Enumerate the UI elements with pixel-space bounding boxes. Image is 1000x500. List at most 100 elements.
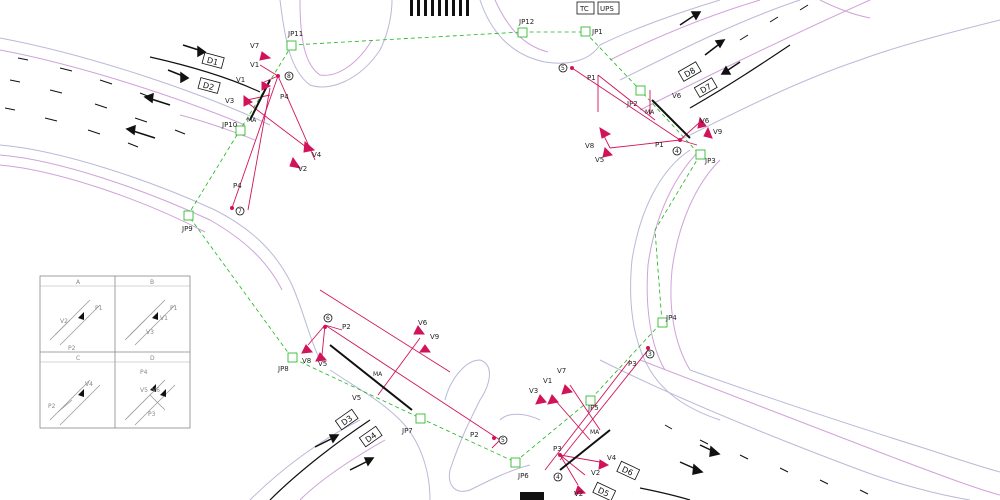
controller-cabinets: TC UPS — [576, 1, 620, 15]
jp12-label: JP12 — [518, 18, 534, 26]
sig-bm-p2: P2 — [470, 431, 479, 439]
jp8-label: JP8 — [277, 365, 289, 373]
legend-d-mark-2: V6 — [152, 387, 160, 394]
sig-tl-v3: V3 — [225, 97, 234, 105]
lane-dashes-se — [664, 424, 869, 495]
pole-bottom-left: 6 — [323, 313, 333, 329]
pole-right-mid: 3 — [645, 346, 655, 359]
sig-tr-v9: V9 — [713, 128, 722, 136]
lane-divider-nw — [149, 56, 261, 93]
road-edge-w-curb — [179, 114, 256, 141]
legend-d-mark-0: P4 — [140, 369, 148, 376]
legend-a-mark-2: P2 — [68, 345, 76, 352]
legend-panel-c-label: C — [76, 355, 80, 362]
island-south — [444, 359, 531, 492]
jp10-label: JP10 — [221, 121, 237, 129]
road-edge-far-ne — [819, 0, 871, 19]
sig-bl-v5a: V5 — [318, 360, 327, 368]
sig-tr-v6a: V6 — [672, 92, 682, 100]
ups-label: UPS — [600, 5, 614, 13]
road-edge-e-curve3 — [670, 159, 721, 371]
lane-tag-d6: D6 — [616, 460, 641, 481]
road-edge-e-curve2 — [646, 149, 701, 371]
signal-heads — [243, 51, 713, 495]
pole-bottom-mid: 5 — [492, 435, 508, 445]
jp11-label: JP11 — [287, 30, 303, 38]
tc-label: TC — [579, 5, 589, 13]
road-edge-n-left2 — [299, 0, 373, 76]
road-edge-n-left — [279, 0, 393, 88]
sig-bl-v6: V6 — [418, 319, 428, 327]
sig-br-p3: P3 — [553, 445, 562, 453]
road-edge-ne-c — [679, 19, 1000, 141]
road-edge-s-c — [299, 439, 386, 500]
lane-tags: D1 D2 D3 D4 D5 D6 D7 D8 — [197, 52, 718, 500]
svg-text:D2: D2 — [202, 81, 215, 93]
svg-text:D5: D5 — [596, 486, 610, 499]
road-edge-ne-upper — [599, 0, 721, 46]
lane-tag-d5: D5 — [592, 481, 617, 500]
legend-d-mark-3: P3 — [148, 411, 156, 418]
zebra-crossing — [410, 0, 469, 16]
road-edge-nw-top2 — [0, 49, 246, 126]
island-south2 — [499, 413, 541, 421]
legend-b-mark-2: V3 — [146, 329, 154, 336]
sig-tl-ma: MA — [247, 117, 257, 124]
sig-bl-ma: MA — [373, 371, 383, 378]
jp1-label: JP1 — [591, 28, 603, 36]
legend-panel-b-label: B — [150, 279, 154, 286]
road-edge-ne-upper2 — [609, 0, 761, 61]
road-edge-n-right2 — [494, 0, 549, 53]
sig-tl-v4: V4 — [312, 151, 322, 159]
pole-top-left: 8 — [276, 71, 294, 81]
sig-l-p4: P4 — [233, 182, 242, 190]
phase-legend: A B C D P1 V2 P2 P1 V1 V3 V4 P2 P4 V5 V6… — [39, 275, 191, 429]
lane-divider-ne — [689, 44, 791, 109]
sig-bl-v9: V9 — [430, 333, 439, 341]
sig-tr-ma: MA — [645, 109, 655, 116]
sig-bl-p2: P2 — [342, 323, 351, 331]
road-edge-se-b — [639, 359, 1000, 496]
junction-point-markers — [183, 26, 706, 468]
road-edge-se-a — [599, 359, 971, 500]
lane-tag-d4: D4 — [358, 425, 383, 448]
sig-br-v2b: V2 — [574, 490, 583, 498]
lane-dashes-ne — [739, 4, 809, 41]
sig-br-v2a: V2 — [591, 469, 600, 477]
sig-tr-p1b: P1 — [655, 141, 664, 149]
pole-right-upper: 4 — [672, 138, 682, 156]
sig-tr-p1: P1 — [587, 74, 596, 82]
svg-text:5: 5 — [501, 437, 505, 444]
lane-tag-d8: D8 — [677, 61, 702, 82]
legend-panel-d-label: D — [150, 355, 155, 362]
legend-c-mark-0: V4 — [85, 381, 93, 388]
road-edge-e-curve — [630, 149, 721, 421]
sig-bl-v5b: V5 — [352, 394, 361, 402]
sig-br-ma: MA — [590, 429, 600, 436]
sig-tl-v1a: V1 — [250, 61, 259, 69]
signal-cables — [231, 64, 701, 486]
road-edge-ne-b — [639, 0, 871, 111]
sig-br-v3: V3 — [529, 387, 538, 395]
pole-bottom-right: 4 — [553, 453, 563, 482]
lane-divider-se — [639, 487, 691, 500]
jp3-label: JP3 — [704, 157, 716, 165]
jp7-label: JP7 — [401, 427, 413, 435]
sig-tl-v2: V2 — [298, 165, 307, 173]
legend-b-mark-0: P1 — [170, 305, 178, 312]
jp9-label: JP9 — [181, 225, 193, 233]
pole-top-right: 5 — [558, 63, 574, 73]
sig-tl-v1b: V1 — [236, 76, 245, 84]
signal-labels: V7 V1 V1 P4 V3 MA V4 V2 P4 P1 MA V6 V6 V… — [225, 42, 722, 498]
lane-tag-d3: D3 — [334, 408, 359, 431]
legend-a-mark-1: V2 — [60, 318, 68, 325]
sig-r-p3: P3 — [628, 360, 637, 368]
road-edge-nw-inner — [0, 144, 321, 361]
legend-b-mark-1: V1 — [160, 315, 168, 322]
sig-tl-v7: V7 — [250, 42, 259, 50]
junction-point-labels: JP11 JP12 JP1 JP2 JP3 JP4 JP5 JP6 JP7 JP… — [181, 18, 716, 480]
sig-tr-v5: V5 — [595, 156, 604, 164]
sig-tr-v8: V8 — [585, 142, 594, 150]
